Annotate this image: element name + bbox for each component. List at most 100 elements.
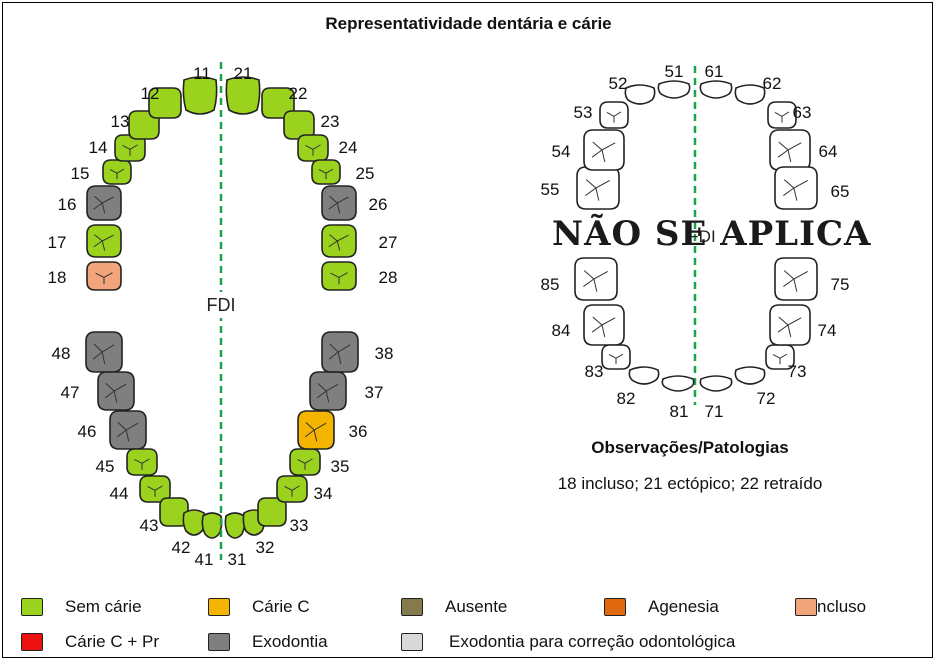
tooth-21 — [225, 76, 261, 115]
tooth-label-27: 27 — [379, 233, 398, 252]
tooth-label-33: 33 — [290, 516, 309, 535]
legend-swatch-agenesia — [604, 598, 626, 616]
tooth-label-36: 36 — [349, 422, 368, 441]
fdi-label-background — [196, 292, 246, 318]
primary-tooth-81 — [661, 375, 695, 392]
tooth-37 — [309, 371, 347, 411]
primary-tooth-55 — [576, 166, 620, 210]
observations-text: 18 incluso; 21 ectópico; 22 retraído — [557, 474, 823, 493]
tooth-28 — [321, 261, 357, 291]
tooth-16-fissure — [93, 195, 114, 214]
primary-tooth-73 — [765, 344, 795, 370]
tooth-label-46: 46 — [78, 422, 97, 441]
tooth-label-38: 38 — [375, 344, 394, 363]
legend-exodontia-ortodontica: Exodontia para correção odontológica — [401, 632, 735, 652]
primary-tooth-73-fissure — [772, 353, 788, 365]
primary-tooth-63 — [767, 101, 797, 129]
tooth-36-fissure — [304, 422, 327, 442]
permanent-dentition — [85, 76, 359, 539]
primary-tooth-label-83: 83 — [585, 362, 604, 381]
legend-swatch-carie-c-pr — [21, 633, 43, 651]
legend-label-exodontia-ortodontica: Exodontia para correção odontológica — [449, 632, 736, 651]
primary-tooth-82 — [628, 366, 660, 385]
tooth-label-45: 45 — [96, 457, 115, 476]
primary-tooth-55-fissure — [585, 179, 610, 201]
primary-tooth-63-fissure — [774, 111, 790, 123]
tooth-24-fissure — [305, 144, 321, 156]
legend-carie-c: Cárie C — [208, 597, 310, 617]
tooth-44-fissure — [147, 485, 163, 497]
figure-title: Representatividade dentária e cárie — [325, 14, 612, 33]
primary-tooth-85 — [574, 257, 618, 301]
primary-tooth-label-84: 84 — [552, 321, 571, 340]
tooth-35 — [289, 448, 321, 476]
tooth-26 — [321, 185, 357, 221]
primary-tooth-label-63: 63 — [793, 103, 812, 122]
observations-title: Observações/Patologias — [591, 438, 789, 457]
tooth-45 — [126, 448, 158, 476]
tooth-17-fissure — [93, 234, 114, 251]
tooth-label-11: 11 — [193, 64, 211, 83]
primary-tooth-label-65: 65 — [831, 182, 850, 201]
tooth-label-23: 23 — [321, 112, 340, 131]
legend-exodontia: Exodontia — [208, 632, 328, 652]
tooth-15 — [102, 159, 132, 185]
fdi-label-permanent: FDI — [207, 295, 236, 315]
primary-tooth-53 — [599, 101, 629, 129]
tooth-41 — [201, 512, 223, 539]
tooth-34-fissure — [284, 485, 300, 497]
tooth-label-35: 35 — [331, 457, 350, 476]
legend-swatch-ausente — [401, 598, 423, 616]
tooth-label-14: 14 — [89, 138, 108, 157]
tooth-31 — [224, 512, 246, 539]
tooth-48 — [85, 331, 123, 373]
primary-tooth-62 — [734, 84, 766, 105]
primary-tooth-74 — [769, 304, 811, 346]
tooth-label-16: 16 — [58, 195, 77, 214]
tooth-label-43: 43 — [140, 516, 159, 535]
tooth-label-48: 48 — [52, 344, 71, 363]
primary-tooth-label-54: 54 — [552, 142, 571, 161]
tooth-18-fissure — [95, 272, 113, 285]
primary-tooth-label-61: 61 — [705, 62, 724, 81]
tooth-label-21: 21 — [234, 64, 253, 83]
tooth-label-18: 18 — [48, 268, 67, 287]
tooth-label-15: 15 — [71, 164, 90, 183]
tooth-27 — [321, 224, 357, 258]
primary-tooth-52 — [624, 84, 656, 105]
tooth-28-fissure — [330, 272, 348, 285]
legend-swatch-exodontia-ortodontica — [401, 633, 423, 651]
tooth-35-fissure — [297, 458, 313, 470]
primary-tooth-85-fissure — [583, 270, 608, 292]
not-applicable-stamp: NÃO SE APLICA — [552, 214, 872, 254]
primary-tooth-75-fissure — [783, 270, 808, 292]
tooth-label-42: 42 — [172, 538, 191, 557]
legend-swatch-carie-c — [208, 598, 230, 616]
tooth-37-fissure — [316, 383, 339, 403]
primary-dentition — [574, 80, 818, 392]
primary-tooth-83-fissure — [608, 353, 624, 365]
tooth-16 — [86, 185, 122, 221]
tooth-label-12: 12 — [141, 84, 160, 103]
tooth-label-34: 34 — [314, 484, 333, 503]
legend-label-carie-c-pr: Cárie C + Pr — [65, 632, 159, 651]
tooth-36 — [297, 410, 335, 450]
tooth-label-25: 25 — [356, 164, 375, 183]
tooth-48-fissure — [92, 343, 115, 365]
tooth-label-28: 28 — [379, 268, 398, 287]
tooth-15-fissure — [109, 168, 125, 180]
legend-label-incluso: ncluso — [817, 597, 867, 616]
primary-tooth-label-82: 82 — [617, 389, 636, 408]
primary-tooth-label-71: 71 — [705, 402, 724, 421]
tooth-14-fissure — [122, 144, 138, 156]
tooth-12 — [148, 87, 182, 119]
primary-tooth-71 — [699, 375, 733, 392]
tooth-17 — [86, 224, 122, 258]
primary-tooth-75 — [774, 257, 818, 301]
tooth-label-37: 37 — [365, 383, 384, 402]
legend-label-agenesia: Agenesia — [648, 597, 719, 616]
tooth-43 — [159, 497, 189, 527]
tooth-11 — [182, 76, 218, 115]
